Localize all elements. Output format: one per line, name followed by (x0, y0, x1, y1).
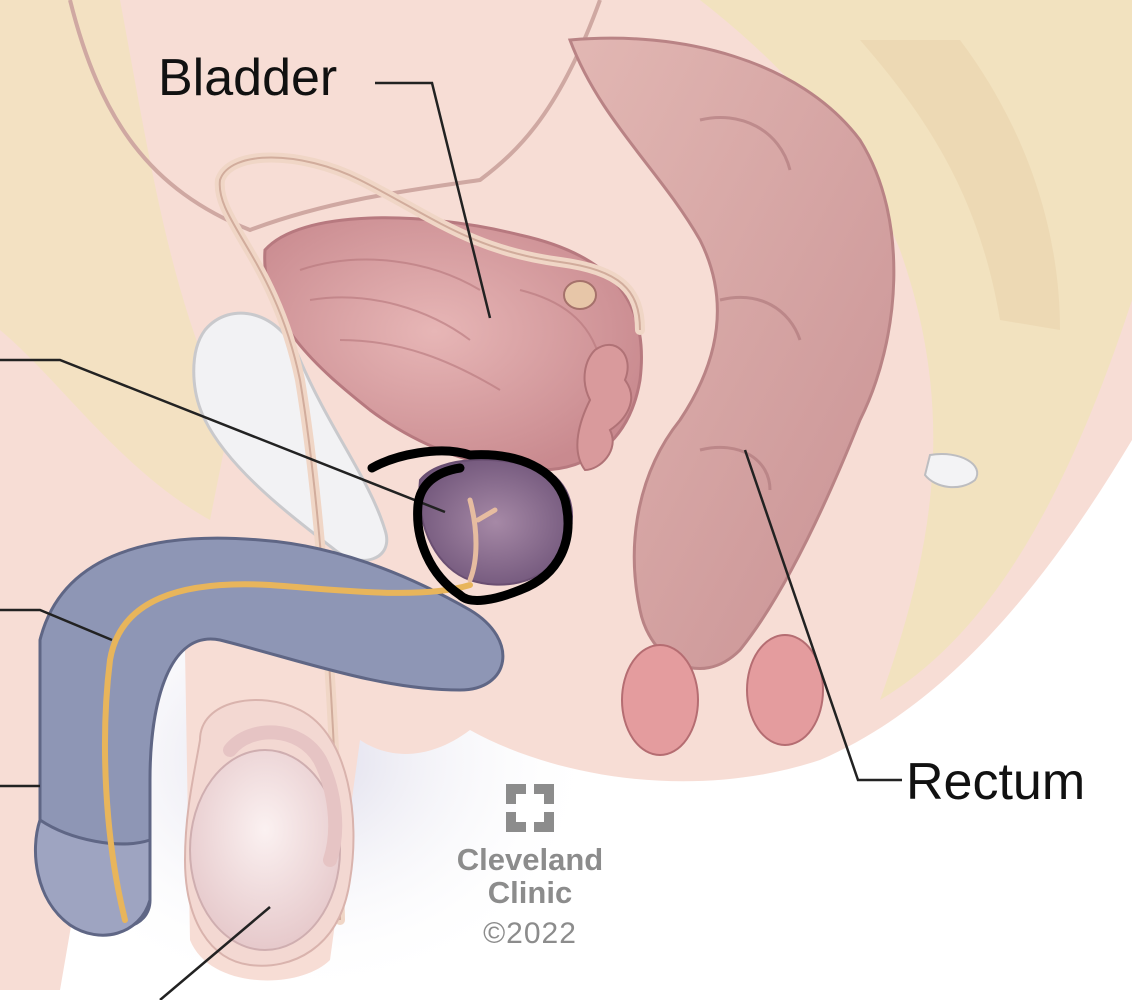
urethra (102, 581, 473, 923)
logo-copyright: ©2022 (483, 917, 577, 951)
peritoneum-line (68, 0, 602, 233)
rectum-label: Rectum (906, 753, 1086, 811)
epididymis (223, 725, 343, 867)
cleveland-clinic-cross-icon (506, 784, 554, 832)
testis-leader-line (159, 906, 271, 1000)
fat-tissue-left (0, 0, 230, 520)
bladder-folds (299, 258, 601, 391)
seminal-vesicle (576, 343, 633, 472)
coccyx (923, 453, 979, 489)
highlight-circle (367, 446, 573, 605)
leader-lines (0, 81, 902, 1000)
bladder-leader-line (375, 81, 492, 319)
prostatic-urethra (467, 497, 498, 583)
ureter-opening (563, 280, 597, 310)
cleveland-clinic-logo: Cleveland Clinic ©2022 (440, 780, 620, 951)
logo-line-1: Cleveland (456, 842, 604, 877)
rectum-leader-line (743, 449, 902, 782)
bladder-shape (263, 216, 643, 472)
logo-line-2: Clinic (487, 874, 573, 910)
rectum-shape (567, 36, 896, 670)
prostate-leader-line (0, 358, 446, 514)
sphincter-muscles (621, 634, 824, 756)
urethra-leader-line (0, 608, 113, 642)
testis (189, 749, 341, 951)
fat-tissue-right-speckle (860, 40, 1060, 330)
rectum-folds (699, 115, 802, 491)
bladder-label: Bladder (158, 49, 338, 107)
